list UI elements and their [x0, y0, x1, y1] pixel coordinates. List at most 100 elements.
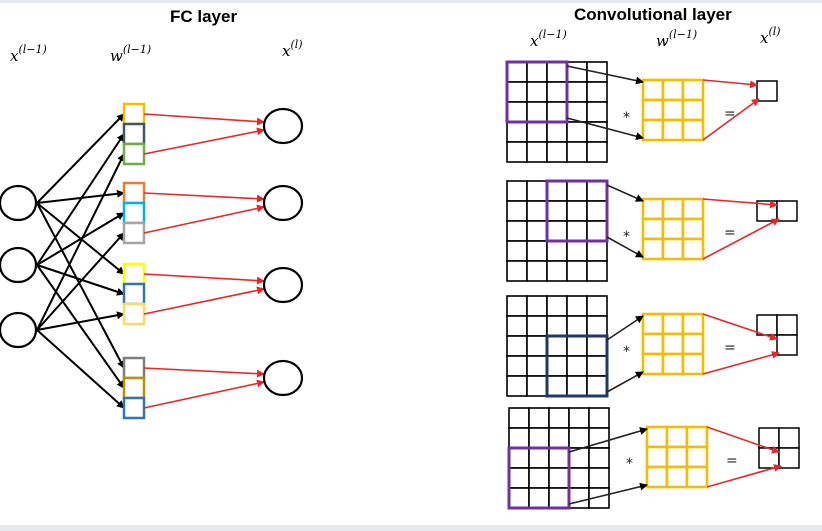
fc-weight-cell [122, 122, 146, 146]
kernel-to-output-arrow [702, 98, 760, 141]
window-to-kernel-arrow [566, 65, 644, 85]
output-grid-cell [758, 427, 780, 449]
input-grid-cell [588, 467, 610, 489]
kernel-to-output-arrow [702, 218, 780, 260]
input-grid-cell [508, 467, 530, 489]
input-grid-cell [546, 180, 568, 202]
input-grid-cell [586, 180, 608, 202]
fc-weight-cell [122, 102, 146, 126]
kernel-grid-cell [681, 118, 705, 142]
kernel-grid-cell [685, 445, 709, 469]
input-grid-cell [526, 375, 548, 397]
fc-input-label: x(l−1) [10, 43, 47, 65]
fc-output-label: x(l) [282, 38, 303, 60]
input-grid-cell [506, 240, 528, 262]
input-grid-cell [506, 61, 528, 83]
input-grid-cell [506, 375, 528, 397]
input-grid-cell [566, 220, 588, 242]
fc-output-arrow [143, 113, 265, 126]
receptive-field-window [545, 179, 609, 243]
kernel-grid-cell [645, 465, 669, 489]
kernel-to-output-arrow [702, 313, 778, 341]
input-grid-cell [526, 315, 548, 337]
kernel-grid-cell [641, 237, 665, 261]
receptive-field-window [545, 334, 609, 398]
output-grid-cell [776, 200, 798, 222]
equals-sign-3: = [724, 340, 736, 356]
kernel-to-output-arrow [706, 464, 782, 488]
input-grid-cell [566, 141, 588, 163]
output-grid-cell [776, 314, 798, 336]
input-grid-cell [526, 220, 548, 242]
window-to-kernel-arrow [606, 184, 644, 202]
fc-layer-group [0, 102, 304, 420]
input-grid-cell [548, 427, 570, 449]
input-grid-cell [506, 260, 528, 282]
conv-layer-group [505, 60, 800, 510]
input-grid-cell [566, 295, 588, 317]
input-grid-cell [526, 121, 548, 143]
input-grid-cell [586, 335, 608, 357]
output-grid-cell [756, 80, 778, 102]
input-grid-cell [506, 121, 528, 143]
kernel-grid-cell [661, 312, 685, 336]
kernel-grid-cell [681, 217, 705, 241]
input-grid-cell [546, 61, 568, 83]
fc-connection-arrow [36, 232, 125, 331]
input-grid-cell [526, 200, 548, 222]
input-grid-cell [586, 141, 608, 163]
fc-weight-cell [122, 356, 146, 380]
fc-output-node [262, 184, 304, 222]
input-grid-cell [526, 141, 548, 163]
input-grid-cell [526, 101, 548, 123]
conv-input-label: x(l−1) [530, 28, 567, 50]
kernel-grid-cell [665, 425, 689, 449]
kernel-grid-cell [681, 352, 705, 376]
fc-weight-cell [122, 201, 146, 225]
kernel-grid-cell [681, 78, 705, 102]
window-to-kernel-arrow [606, 371, 644, 393]
input-grid-cell [568, 407, 590, 429]
kernel-grid-cell [685, 465, 709, 489]
input-grid-cell [508, 407, 530, 429]
kernel-grid-cell [641, 312, 665, 336]
fc-output-arrow [143, 379, 265, 409]
input-grid-cell [566, 315, 588, 337]
input-grid-cell [586, 260, 608, 282]
input-grid-cell [566, 375, 588, 397]
fc-connection-arrow [36, 133, 125, 266]
input-grid-cell [546, 295, 568, 317]
input-grid-cell [566, 260, 588, 282]
kernel-grid-cell [681, 332, 705, 356]
fc-weight-cell [122, 142, 146, 166]
input-grid-cell [506, 141, 528, 163]
fc-weight-cell [122, 221, 146, 245]
fc-output-node [262, 107, 304, 145]
conv-operator-3: * [623, 344, 630, 360]
input-grid-cell [506, 81, 528, 103]
kernel-grid-cell [661, 78, 685, 102]
input-grid-cell [546, 335, 568, 357]
fc-input-node [0, 311, 38, 349]
input-grid-cell [526, 355, 548, 377]
kernel-grid-cell [641, 78, 665, 102]
conv-operator-1: * [623, 110, 630, 126]
kernel-grid-cell [681, 237, 705, 261]
fc-weight-cell [122, 262, 146, 286]
input-grid-cell [508, 427, 530, 449]
input-grid-cell [506, 295, 528, 317]
input-grid-cell [526, 240, 548, 262]
input-grid-cell [528, 447, 550, 469]
input-grid-cell [548, 467, 570, 489]
fc-connection-arrow [36, 264, 125, 389]
kernel-grid-cell [661, 98, 685, 122]
top-border-strip [0, 0, 822, 3]
kernel-grid-cell [641, 217, 665, 241]
input-grid-cell [506, 220, 528, 242]
kernel-grid-cell [681, 197, 705, 221]
input-grid-cell [568, 487, 590, 509]
input-grid-cell [506, 355, 528, 377]
input-grid-cell [588, 407, 610, 429]
input-grid-cell [546, 220, 568, 242]
